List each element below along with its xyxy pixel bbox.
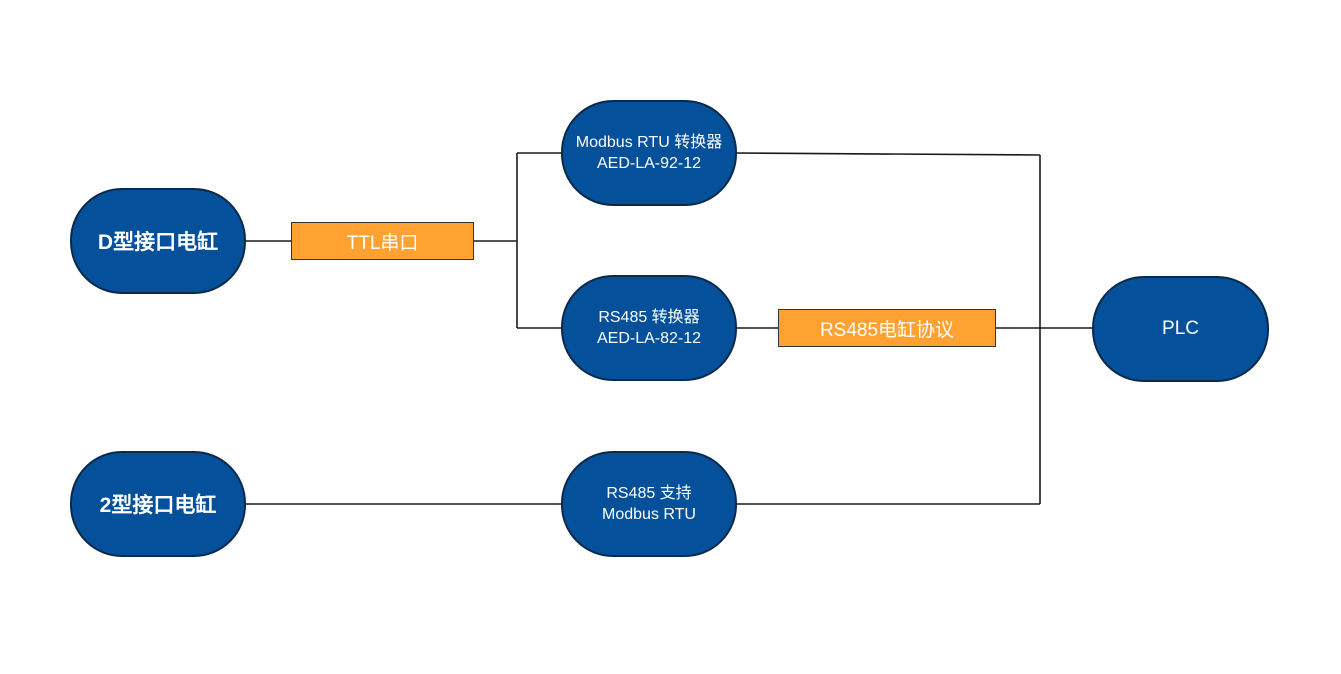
rs485-protocol-tag: RS485电缸协议	[778, 309, 996, 347]
modbus-converter-title: Modbus RTU 转换器	[575, 134, 723, 151]
connector-modbus-to-bus	[734, 152, 1041, 156]
ttl-serial-tag: TTL串口	[291, 222, 474, 260]
modbus-converter-node: Modbus RTU 转换器 AED-LA-92-12	[561, 100, 737, 206]
rs485-protocol-label: RS485电缸协议	[819, 319, 955, 341]
d-type-cylinder-node: D型接口电缸	[70, 188, 246, 294]
d-type-cylinder-label: D型接口电缸	[97, 231, 219, 254]
plc-label: PLC	[1162, 318, 1199, 339]
rs485-converter-model: AED-LA-82-12	[596, 330, 702, 347]
type2-cylinder-node: 2型接口电缸	[70, 451, 246, 557]
plc-node: PLC	[1092, 276, 1269, 382]
type2-cylinder-label: 2型接口电缸	[99, 494, 217, 517]
rs485-support-protocol: Modbus RTU	[602, 506, 696, 523]
rs485-support-node: RS485 支持 Modbus RTU	[561, 451, 737, 557]
rs485-support-title: RS485 支持	[606, 485, 692, 502]
rs485-converter-node: RS485 转换器 AED-LA-82-12	[561, 275, 737, 381]
rs485-converter-title: RS485 转换器	[598, 309, 700, 326]
ttl-serial-label: TTL串口	[346, 232, 419, 254]
modbus-converter-model: AED-LA-92-12	[596, 155, 702, 172]
